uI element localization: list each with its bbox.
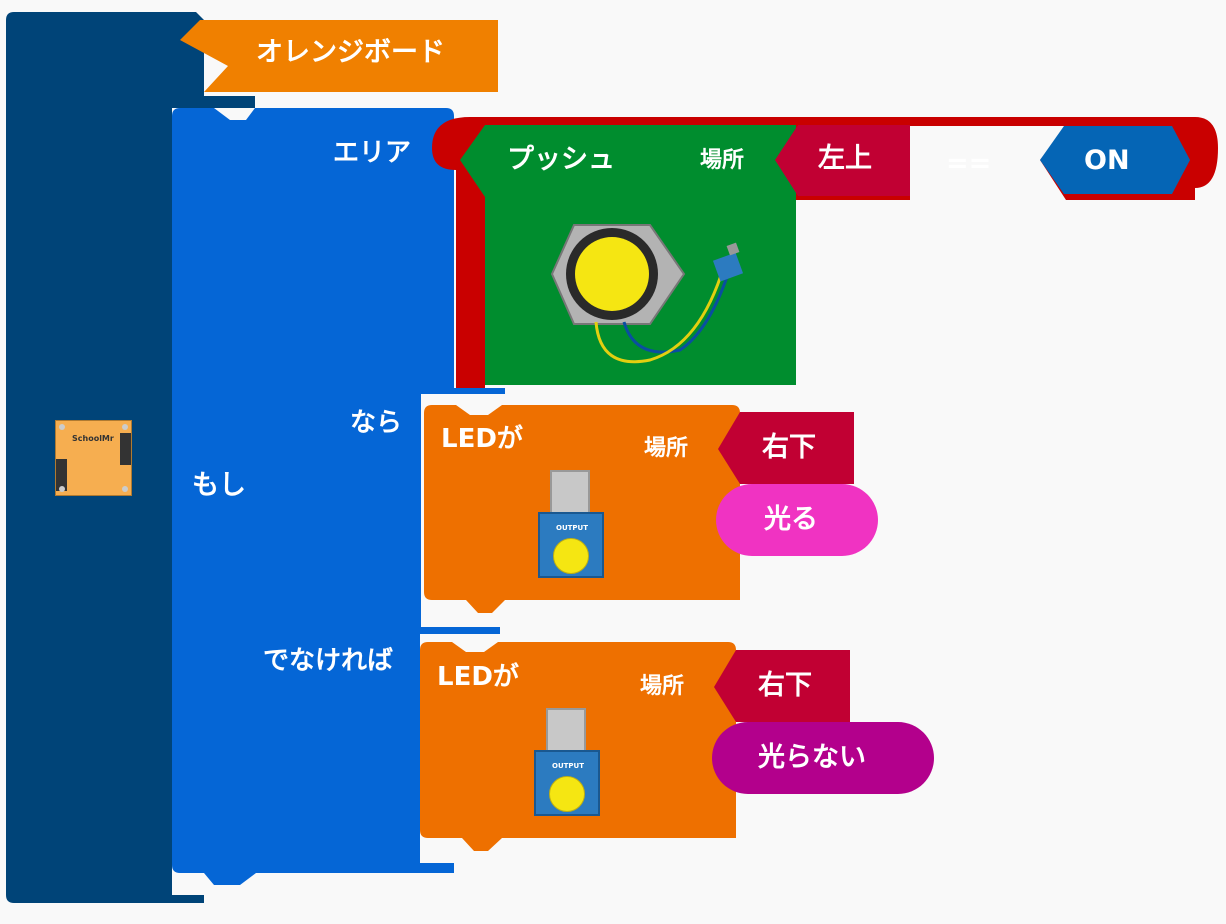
then-state-label: 光る: [764, 504, 818, 535]
then-location-value: 右下: [762, 432, 816, 463]
then-location-label: 場所: [644, 436, 689, 461]
else-location-label: 場所: [640, 674, 685, 699]
push-sensor-label: プッシュ: [507, 144, 615, 175]
push-location-value: 左上: [818, 143, 872, 174]
on-value-label: ON: [1084, 145, 1130, 176]
condition-keyword: エリア: [333, 138, 412, 168]
then-output-label: OUTPUT: [556, 524, 588, 532]
then-led-label: LEDが: [441, 424, 523, 454]
else-location-value: 右下: [758, 670, 812, 701]
push-location-label: 場所: [700, 148, 745, 173]
else-state-pill[interactable]: [712, 722, 934, 794]
else-state-label: 光らない: [758, 742, 866, 773]
then-keyword: なら: [350, 408, 403, 438]
push-button-icon: [550, 224, 744, 364]
board-name-label: オレンジボード: [256, 37, 445, 68]
else-output-label: OUTPUT: [552, 762, 584, 770]
then-led-module-icon: OUTPUT: [536, 470, 606, 580]
board-chip-icon: SchoolMr: [55, 420, 132, 496]
operator-label: ==: [946, 148, 992, 179]
then-state-pill[interactable]: [716, 484, 878, 556]
else-keyword: でなければ: [263, 646, 394, 676]
else-led-label: LEDが: [437, 662, 519, 692]
if-keyword: もし: [192, 470, 246, 501]
board-chip-label: SchoolMr: [72, 434, 114, 443]
else-led-module-icon: OUTPUT: [532, 708, 602, 818]
